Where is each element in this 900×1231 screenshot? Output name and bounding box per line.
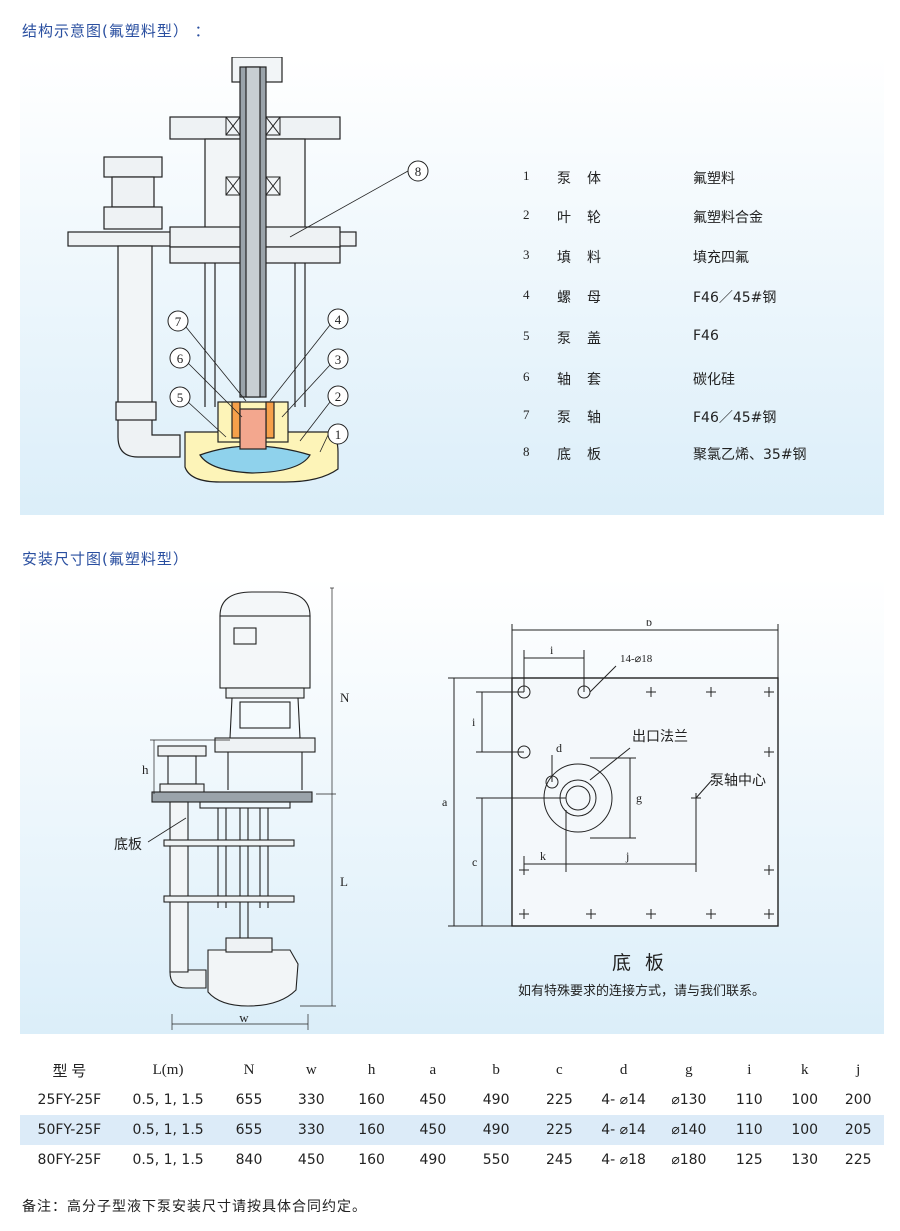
dim-N: N: [340, 690, 350, 705]
dim-i-top: i: [550, 643, 554, 657]
col-c: c: [556, 1061, 563, 1078]
svg-text:3: 3: [335, 352, 342, 367]
col-N: N: [243, 1061, 255, 1078]
footnote: 备注：高分子型液下泵安装尺寸请按具体合同约定。: [22, 1199, 367, 1215]
shaft-center-label: 泵轴中心: [710, 773, 766, 789]
callout-7: 7: [167, 310, 189, 332]
dim-k: k: [540, 849, 546, 863]
callout-8: 8: [407, 160, 429, 182]
dim-w: w: [239, 1010, 249, 1025]
callout-5: 5: [169, 386, 191, 408]
structure-section-title: 结构示意图(氟塑料型） ：: [22, 22, 211, 40]
dim-holes: 14-⌀18: [620, 653, 653, 665]
svg-text:6: 6: [177, 351, 184, 366]
dim-h: h: [142, 762, 149, 777]
table-header-row: 型 号 L(m) N w h a b c d g i k j: [20, 1055, 884, 1085]
dim-L: L: [340, 874, 348, 889]
col-model: 型 号: [52, 1063, 87, 1080]
install-section-title: 安装尺寸图(氟塑料型）: [22, 550, 189, 568]
contact-note: 如有特殊要求的连接方式，请与我们联系。: [518, 984, 766, 999]
col-a: a: [429, 1061, 437, 1078]
dim-b: b: [646, 620, 652, 629]
baseplate-leader: [147, 817, 187, 843]
install-panel: N L h w 底板: [20, 578, 884, 1034]
svg-text:7: 7: [175, 314, 182, 329]
svg-text:4: 4: [335, 312, 342, 327]
callout-1: 1: [327, 423, 349, 445]
col-w: w: [305, 1061, 317, 1078]
col-k: k: [800, 1061, 809, 1078]
dim-a: a: [442, 795, 448, 809]
svg-text:2: 2: [335, 389, 342, 404]
col-L: L(m): [152, 1061, 184, 1078]
col-b: b: [492, 1061, 500, 1078]
dim-c: c: [472, 855, 477, 869]
callout-2: 2: [327, 385, 349, 407]
outlet-flange-label: 出口法兰: [632, 729, 688, 745]
callout-6: 6: [169, 347, 191, 369]
col-j: j: [856, 1061, 861, 1078]
svg-text:8: 8: [415, 164, 422, 179]
pump-elevation-drawing: N L h w: [142, 587, 350, 1030]
baseplate-left-label: 底板: [114, 837, 142, 853]
dim-j: j: [625, 849, 629, 863]
callout-3: 3: [327, 348, 349, 370]
dim-d: d: [556, 741, 562, 755]
svg-text:5: 5: [177, 390, 184, 405]
dim-g: g: [636, 791, 642, 805]
dim-i-left: i: [472, 715, 476, 729]
col-g: g: [685, 1061, 693, 1078]
col-i: i: [747, 1061, 752, 1078]
structure-diagram: 8 7 6 5 4 3 2 1: [67, 57, 429, 483]
structure-panel: 8 7 6 5 4 3 2 1: [20, 57, 884, 515]
svg-text:1: 1: [335, 427, 342, 442]
baseplate-plan-drawing: b i 14-⌀18 a i d g c k j: [442, 620, 779, 927]
callout-4: 4: [327, 308, 349, 330]
col-d: d: [619, 1061, 628, 1078]
baseplate-title: 底 板: [612, 952, 669, 974]
col-h: h: [367, 1061, 376, 1078]
